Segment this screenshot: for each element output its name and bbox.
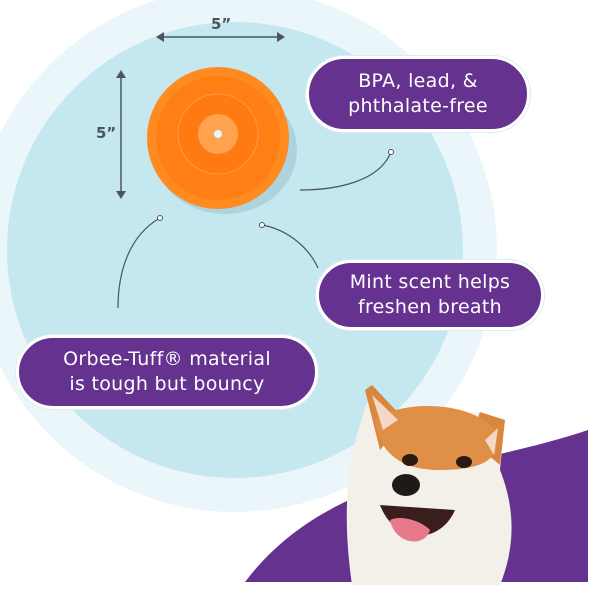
callout-orbee-tuff: Orbee-Tuff® material is tough but bouncy xyxy=(16,335,318,409)
shiba-dog-photo xyxy=(346,385,512,585)
width-label: 5” xyxy=(211,15,232,33)
callout-line: phthalate-free xyxy=(348,95,488,117)
callout-line: Mint scent helps xyxy=(349,271,511,293)
connector-lines xyxy=(117,151,392,309)
height-label: 5” xyxy=(96,124,117,142)
callout-mint-scent: Mint scent helps freshen breath xyxy=(316,260,544,330)
height-dimension-line xyxy=(116,70,126,199)
callout-line: is tough but bouncy xyxy=(69,373,265,395)
connector-dots xyxy=(157,149,394,228)
orange-ball-toy xyxy=(147,67,297,214)
callout-line: freshen breath xyxy=(358,296,502,318)
width-dimension-line xyxy=(156,32,285,42)
callout-bpa-free: BPA, lead, & phthalate-free xyxy=(306,56,530,132)
callout-line: Orbee-Tuff® material xyxy=(63,348,271,370)
callout-line: BPA, lead, & xyxy=(358,70,478,92)
